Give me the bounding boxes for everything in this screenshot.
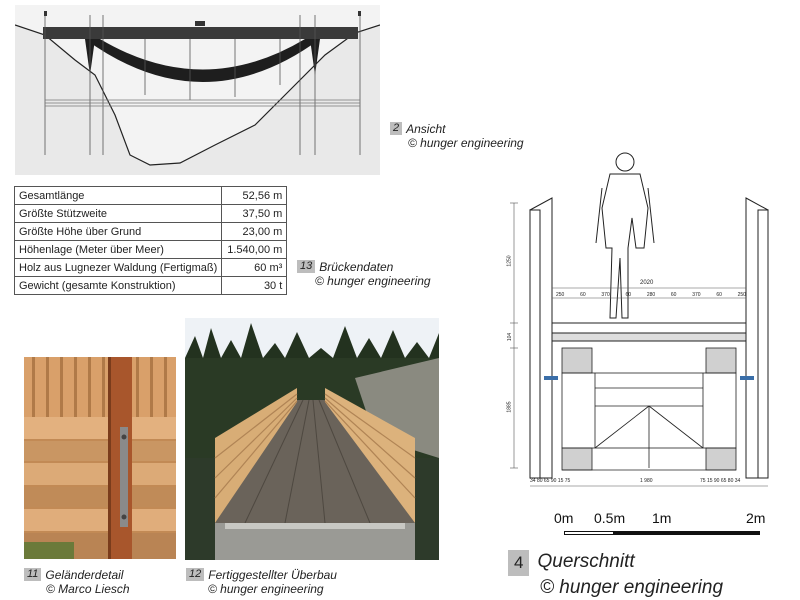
bridge-data-label: Größte Stützweite	[13, 204, 223, 223]
dim-row: 250 60 370 60 280 60 370 60 250	[556, 292, 746, 298]
fig12-title: Fertiggestellter Überbau	[208, 568, 337, 582]
fig2-number: 2	[390, 122, 403, 135]
fig13-number: 13	[297, 260, 316, 273]
fig11-credit: © Marco Liesch	[46, 582, 130, 596]
scale-label-0: 0m	[554, 510, 574, 526]
fig4-number: 4	[508, 550, 530, 576]
bridge-data-label: Holz aus Lugnezer Waldung (Fertigmaß)	[13, 258, 223, 277]
bridge-data-value: 37,50 m	[221, 204, 288, 223]
scale-label-05: 0.5m	[594, 510, 626, 526]
fig12-credit: © hunger engineering	[208, 582, 324, 596]
scale-label-1: 1m	[652, 510, 672, 526]
fig4-caption: 4 Querschnitt © hunger engineering	[508, 550, 723, 600]
bridge-data-row: Holz aus Lugnezer Waldung (Fertigmaß)60 …	[13, 258, 288, 277]
scale-bar: 0m 0.5m 1m 2m	[548, 510, 778, 540]
bridge-data-label: Größte Höhe über Grund	[13, 222, 223, 241]
fig11-title: Geländerdetail	[45, 568, 124, 582]
bridge-data-value: 1.540,00 m	[221, 240, 288, 259]
dim-bottom-right: 75 15 90 65 80 34	[700, 478, 741, 484]
dim-bottom-mid: 1 980	[640, 478, 653, 484]
cross-section-drawing: 2020 250 60 370 60 280 60 370 60 250 1 980 34 80…	[500, 148, 790, 508]
dim-row-value: 250	[556, 292, 565, 298]
dim-left-mid: 104	[507, 332, 514, 342]
superstructure-image	[185, 318, 439, 560]
dim-row-value: 60	[716, 292, 722, 298]
cross-section-svg	[510, 152, 769, 487]
fig4-title: Querschnitt	[537, 551, 635, 572]
dim-left-upper: 1250	[506, 255, 513, 267]
fig2-title: Ansicht	[406, 122, 446, 136]
dim-left-lower: 1885	[506, 401, 513, 413]
fig11-number: 11	[24, 568, 42, 581]
dim-row-value: 250	[737, 292, 746, 298]
bridge-data-label: Gesamtlänge	[13, 186, 223, 205]
railing-detail-image	[24, 357, 176, 559]
dim-row-value: 60	[670, 292, 677, 298]
bridge-data-row: Gewicht (gesamte Konstruktion)30 t	[13, 276, 288, 295]
dim-row-value: 60	[625, 292, 632, 298]
dim-row-value: 370	[692, 292, 701, 298]
person-figure	[595, 152, 655, 319]
fig12-number: 12	[186, 568, 205, 581]
dim-bottom-left: 34 80 65 90 15 75	[530, 478, 571, 484]
elevation-drawing	[14, 5, 381, 175]
bridge-data-value: 23,00 m	[221, 222, 288, 241]
scale-bar-segment	[564, 531, 614, 535]
dim-row-value: 370	[601, 292, 610, 298]
bridge-data-value: 30 t	[221, 276, 288, 295]
scale-label-2: 2m	[746, 510, 766, 526]
fig13-credit: © hunger engineering	[315, 274, 431, 288]
fig13-title: Brückendaten	[319, 260, 394, 274]
bridge-data-label: Gewicht (gesamte Konstruktion)	[13, 276, 223, 295]
dim-row-value: 60	[580, 292, 586, 298]
scale-bar-line	[564, 531, 760, 535]
bridge-data-value: 60 m³	[221, 258, 288, 277]
completed-superstructure-photo	[185, 318, 439, 560]
elevation-svg	[14, 11, 381, 175]
dim-row-value: 280	[646, 292, 656, 298]
bridge-data-value: 52,56 m	[221, 186, 288, 205]
fig2-credit: © hunger engineering	[408, 136, 524, 150]
bridge-data-row: Höhenlage (Meter über Meer)1.540,00 m	[13, 240, 288, 259]
fig4-credit: © hunger engineering	[540, 577, 724, 598]
dim-top: 2020	[640, 280, 654, 286]
bridge-data-label: Höhenlage (Meter über Meer)	[13, 240, 223, 259]
railing-detail-photo	[24, 357, 176, 559]
